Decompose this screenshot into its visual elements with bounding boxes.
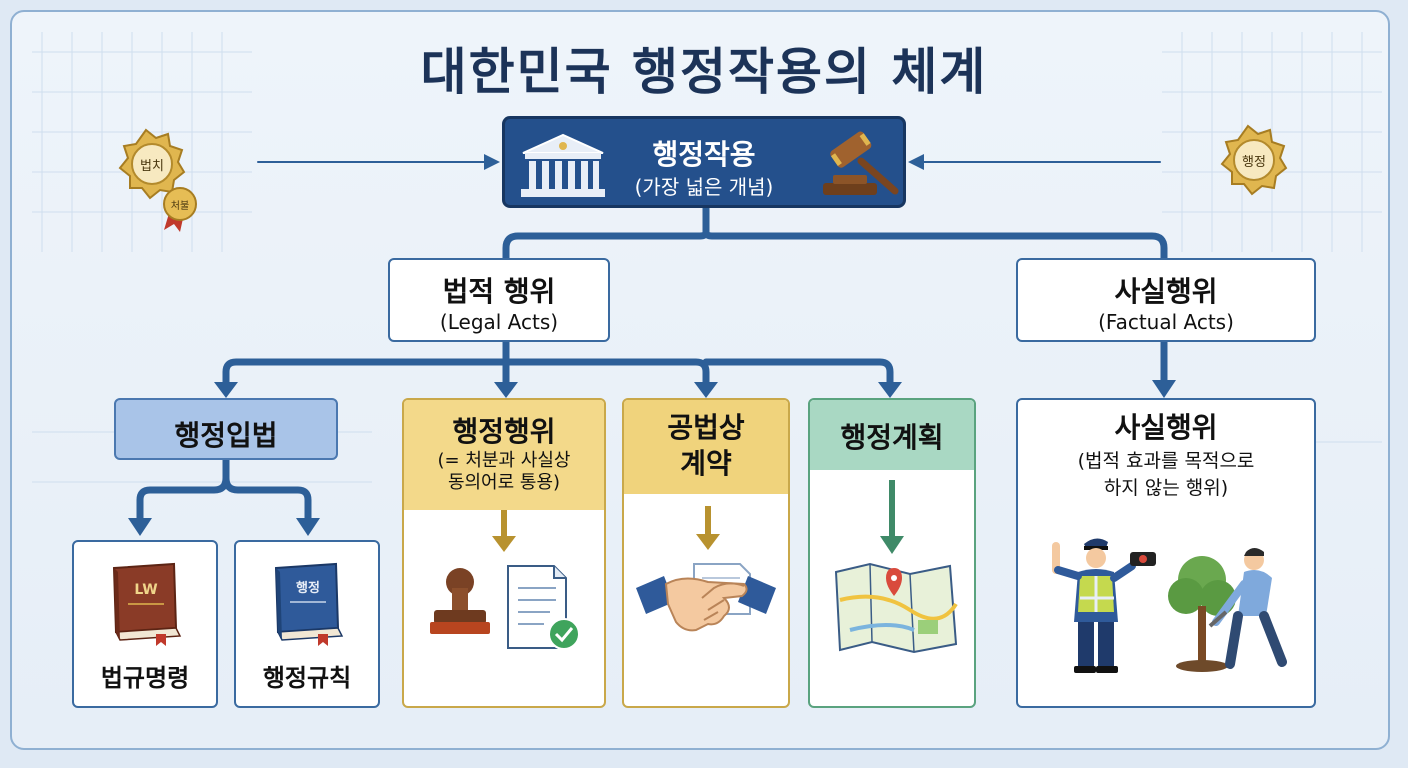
page-title: 대한민국 행정작용의 체계	[420, 43, 988, 101]
admin-act-sub-line2: 동의어로 통용)	[447, 472, 561, 493]
police-officer-icon	[1052, 538, 1156, 673]
seal-icon: 행정	[1220, 124, 1288, 196]
factual-detail-card: 사실행위 (법적 효과를 목적으로 하지 않는 행위)	[1016, 398, 1316, 708]
map-icon	[834, 562, 958, 654]
medal-text-left: 처불	[171, 200, 189, 212]
worker-icon	[1208, 548, 1287, 669]
down-arrow-icon	[492, 510, 516, 552]
admin-plan-illustration	[834, 480, 958, 654]
admin-plan-header	[810, 400, 974, 470]
stamp-icon	[430, 568, 490, 634]
admin-action-title: 행정작용	[652, 138, 756, 171]
admin-act-illustration	[430, 510, 580, 650]
admin-rule-card: 행정 행정규칙	[234, 540, 380, 708]
admin-action-subtitle: (가장 넓은 개념)	[634, 175, 774, 199]
public-contract-header-text: 공법상 계약	[624, 410, 788, 482]
seal-emblem-left: 법치 처불	[118, 128, 197, 232]
admin-plan-card: 행정계획	[808, 398, 976, 708]
admin-plan-title: 행정계획	[840, 421, 944, 454]
legal-acts-title: 법적 행위	[442, 275, 556, 308]
admin-act-header	[404, 400, 604, 510]
statutory-order-card: LW 법규명령	[72, 540, 218, 708]
rule-book-icon: 행정	[274, 562, 344, 646]
admin-act-title: 행정행위	[452, 415, 556, 448]
admin-act-card: 행정행위 (= 처분과 사실상 동의어로 통용)	[402, 398, 606, 708]
handshake-icon	[636, 563, 776, 632]
document-check-icon	[507, 565, 580, 650]
legal-acts-box: 법적 행위 (Legal Acts)	[388, 258, 610, 342]
admin-action-box: 행정작용 (가장 넓은 개념)	[502, 116, 906, 208]
admin-act-sub-line1: (= 처분과 사실상	[437, 450, 571, 471]
public-contract-illustration	[636, 506, 776, 632]
gavel-icon	[823, 131, 899, 195]
seal-text-right: 행정	[1242, 154, 1266, 170]
factual-detail-title: 사실행위	[1114, 411, 1218, 444]
public-contract-title-line1: 공법상	[667, 411, 745, 444]
factual-detail-sub-line1: (법적 효과를 목적으로	[1077, 450, 1255, 472]
factual-acts-title: 사실행위	[1114, 275, 1218, 308]
statutory-order-label: 법규명령	[100, 664, 190, 692]
factual-detail-illustration	[1052, 538, 1287, 673]
seal-text-left: 법치	[140, 159, 164, 174]
government-building-icon	[521, 133, 605, 197]
admin-legislation-title: 행정입법	[174, 419, 278, 452]
admin-rule-label: 행정규칙	[262, 664, 352, 692]
public-contract-card: 공법상 계약	[622, 398, 790, 708]
public-contract-title-line2: 계약	[680, 447, 732, 480]
law-book-text: LW	[134, 582, 157, 598]
factual-acts-subtitle: (Factual Acts)	[1098, 310, 1234, 334]
public-contract-header	[624, 400, 788, 494]
factual-detail-sub-line2: 하지 않는 행위)	[1103, 477, 1229, 499]
down-arrow-icon	[696, 506, 720, 550]
rule-book-text: 행정	[296, 580, 320, 596]
seal-icon: 법치	[118, 128, 186, 200]
seal-emblem-right: 행정	[1220, 124, 1288, 196]
law-book-icon: LW	[112, 562, 182, 646]
down-arrow-icon	[880, 480, 904, 554]
admin-act-header-text: 행정행위 (= 처분과 사실상 동의어로 통용)	[404, 410, 604, 494]
medal-icon: 처불	[163, 187, 197, 232]
legal-acts-subtitle: (Legal Acts)	[439, 310, 559, 334]
admin-legislation-box: 행정입법	[114, 398, 338, 460]
admin-plan-header-text: 행정계획	[810, 416, 974, 456]
factual-detail-header-text: 사실행위 (법적 효과를 목적으로 하지 않는 행위)	[1018, 408, 1314, 502]
factual-acts-box: 사실행위 (Factual Acts)	[1016, 258, 1316, 342]
